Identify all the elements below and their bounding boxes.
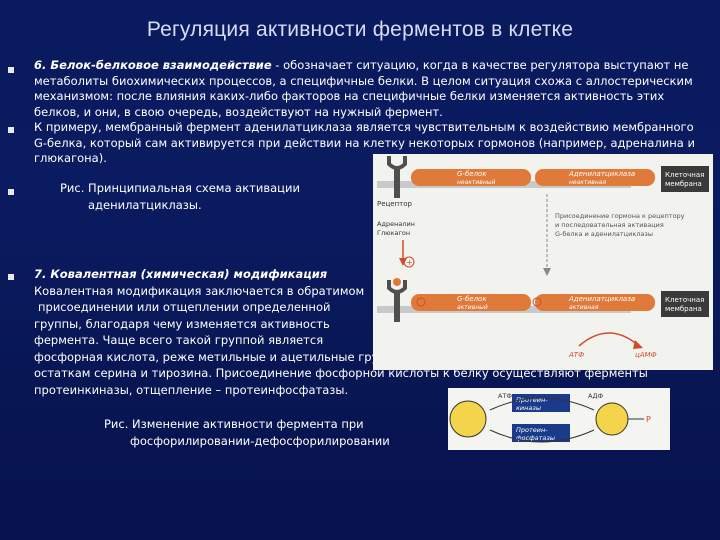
membrane-bottom-line1: Клеточная — [665, 296, 704, 304]
slide-title: Регуляция активности ферментов в клетке — [146, 18, 574, 41]
ac-top-label: Аденилатциклаза — [568, 170, 635, 178]
adenylate-cyclase-capsule-bottom — [535, 294, 655, 311]
plus-circle-icon — [403, 256, 415, 268]
membrane-top-line1: Клеточная — [665, 171, 704, 179]
ac-bottom-state: активная — [569, 304, 599, 311]
figure-caption-1: Рис. Принципиальная схема активации аден… — [60, 180, 360, 214]
g-protein-top-state: неактивный — [457, 179, 496, 186]
membrane-bottom-line2: мембрана — [665, 305, 702, 313]
caption-line: Рис. Изменение активности фермента при — [104, 417, 364, 431]
figure-caption-2: Рис. Изменение активности фермента при ф… — [104, 416, 444, 450]
caption-line: фосфорилировании-дефосфорилировании — [130, 434, 390, 448]
section6-line: метаболиты биохимических процессов, а сп… — [34, 73, 693, 88]
example-line: К примеру, мембранный фермент аденилатци… — [34, 120, 694, 134]
enzyme-phosphorylated-icon — [595, 402, 629, 436]
phosphatase-line1: Протеин- — [516, 426, 548, 434]
g-protein-bottom-label: G-белок — [457, 295, 487, 303]
phosphorylation-arrow — [489, 397, 595, 411]
phosphatase-line2: фосфатазы — [516, 434, 555, 442]
receptor-bound-icon — [387, 278, 407, 322]
caption-line: аденилатциклазы. — [88, 198, 202, 212]
section6-paragraph: 6. Белок-белковое взаимодействие - обозн… — [34, 58, 718, 120]
membrane-label-box-bottom — [661, 291, 709, 317]
section7-line: присоединении или отщеплении определенно… — [38, 300, 331, 314]
membrane-top-line2: мембрана — [665, 180, 702, 188]
g-protein-top-label: G-белок — [457, 170, 487, 178]
hormone-line2: Глюкагон — [377, 229, 410, 237]
plus-circle-icon — [532, 297, 542, 307]
bullet-icon — [8, 67, 14, 73]
adenylate-cyclase-capsule-top — [535, 169, 655, 186]
adenylate-cyclase-diagram: G-белок неактивный Аденилатциклаза неакт… — [373, 154, 713, 370]
example-line: глюкагона). — [34, 151, 107, 165]
bullet-icon — [8, 274, 14, 280]
section7-line: группы, благодаря чему изменяется активн… — [34, 316, 330, 331]
hormone-line1: Адреналин — [377, 220, 415, 228]
atp-camp-arrow — [578, 332, 640, 347]
g-protein-capsule-bottom — [411, 294, 531, 311]
arrow-down-icon — [543, 268, 551, 276]
adenylate-cyclase-figure: G-белок неактивный Аденилатциклаза неакт… — [377, 156, 709, 359]
ac-bottom-label: Аденилатциклаза — [568, 295, 635, 303]
bullet-icon — [8, 189, 14, 195]
example-paragraph: К примеру, мембранный фермент аденилатци… — [34, 120, 718, 167]
section6-heading: 6. Белок-белковое взаимодействие — [34, 58, 272, 72]
kinase-line2: киназы — [516, 404, 541, 412]
phosphorylation-diagram: АТФ АДФ Протеин- киназы Протеин- фосфата… — [448, 388, 670, 450]
note-line3: G-белка и аденилатциклазы — [555, 230, 653, 238]
plus-circle-icon — [416, 297, 426, 307]
arrow-right-icon — [633, 340, 643, 349]
section7-line: протеинкиназы, отщепление – протеинфосфа… — [34, 382, 349, 397]
atp-label: АТФ — [498, 392, 512, 400]
note-line2: и последовательная активация — [555, 221, 664, 229]
section7-line: фермента. Чаще всего такой группой являе… — [34, 333, 324, 347]
adp-label: АДФ — [588, 392, 604, 400]
g-protein-bottom-state: активный — [457, 304, 488, 311]
camp-label: цАМФ — [635, 351, 657, 359]
section7-line: Ковалентная модификация заключается в об… — [34, 283, 365, 298]
dephosphorylation-arrow — [489, 429, 595, 443]
membrane-label-box-top — [661, 166, 709, 192]
section6-line: белков, и они, в свою очередь, воздейств… — [34, 104, 443, 119]
kinase-line1: Протеин- — [516, 396, 548, 404]
phosphatase-box — [512, 424, 570, 442]
caption-line: Рис. Принципиальная схема активации — [60, 181, 300, 195]
plus-sign-1: + — [406, 258, 413, 267]
bullet-icon — [8, 127, 14, 133]
section7-paragraph: 7. Ковалентная (химическая) модификация … — [34, 266, 718, 398]
phosphate-label: P — [646, 415, 651, 424]
g-protein-capsule-top — [411, 169, 531, 186]
note-line1: Присоединение гормона к рецептору — [555, 212, 685, 220]
example-line: G-белка, который сам активируется при де… — [34, 135, 695, 150]
arrow-down-icon — [399, 258, 407, 266]
phosphorylation-figure: АТФ АДФ Протеин- киназы Протеин- фосфата… — [449, 392, 651, 443]
enzyme-unphosphorylated-icon — [449, 400, 487, 438]
section6-line: - обозначает ситуацию, когда в качестве … — [271, 58, 689, 72]
section6-line: механизмом: после влияния каких-либо фак… — [34, 89, 665, 103]
receptor-label: Рецептор — [377, 200, 413, 208]
atp-label: АТФ — [568, 351, 584, 359]
receptor-icon — [387, 156, 407, 198]
ac-top-state: неактивная — [569, 179, 606, 186]
section7-heading: 7. Ковалентная (химическая) модификация — [34, 267, 328, 281]
